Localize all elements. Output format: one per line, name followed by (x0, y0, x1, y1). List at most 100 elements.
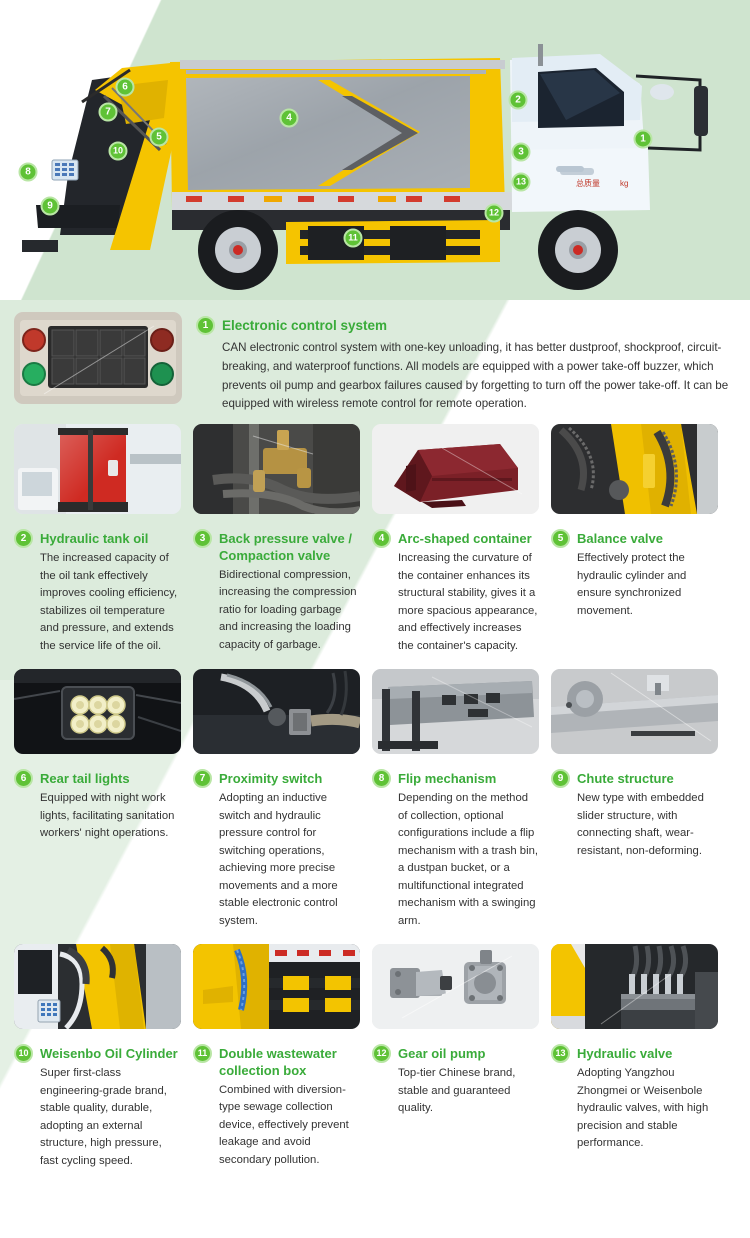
hydraulic-valve-bank-photo (551, 944, 718, 1030)
feature-image-cell-10 (14, 944, 181, 1030)
hero-marker-4[interactable]: 4 (279, 108, 299, 128)
feature-image-cell-3 (193, 424, 360, 515)
feature-card-5: 5 Balance valve Effectively protect the … (551, 520, 718, 655)
feature-card-13: 13 Hydraulic valve Adopting Yangzhou Zho… (551, 1035, 718, 1170)
feature-11-badge: 11 (193, 1044, 212, 1064)
feature-card-12: 12 Gear oil pump Top-tier Chinese brand,… (372, 1035, 539, 1170)
feature-image-cell-12 (372, 944, 539, 1030)
feature-10-badge: 10 (14, 1044, 33, 1064)
hero-marker-11[interactable]: 11 (343, 228, 363, 248)
feature-card-1: 1 Electronic control system CAN electron… (0, 300, 750, 418)
feature-card-10: 10 Weisenbo Oil Cylinder Super first-cla… (14, 1035, 181, 1170)
feature-image-cell-11 (193, 944, 360, 1030)
feature-image-row-2 (0, 418, 750, 515)
feature-3-title: Back pressure valve / Compaction valve (219, 531, 352, 564)
feature-image-cell-13 (551, 944, 718, 1030)
hero-marker-8[interactable]: 8 (18, 162, 38, 182)
feature-8-title: Flip mechanism (398, 771, 497, 787)
feature-card-9: 9 Chute structure New type with embedded… (551, 760, 718, 930)
feature-12-body: Top-tier Chinese brand, stable and guara… (398, 1067, 516, 1115)
feature-13-title: Hydraulic valve (577, 1046, 673, 1062)
hero-marker-3[interactable]: 3 (511, 142, 531, 162)
feature-image-cell-6 (14, 669, 181, 755)
feature-7-body: Adopting an inductive switch and hydraul… (219, 792, 338, 927)
feature-image-row-3 (0, 655, 750, 755)
feature-1-body: CAN electronic control system with one-k… (222, 341, 729, 411)
feature-9-badge: 9 (551, 769, 570, 789)
feature-1-title: Electronic control system (222, 318, 388, 333)
feature-2-badge: 2 (14, 529, 33, 549)
feature-image-cell-5 (551, 424, 718, 515)
feature-image-cell-7 (193, 669, 360, 755)
feature-card-3: 3 Back pressure valve / Compaction valve… (193, 520, 360, 655)
hero-marker-9[interactable]: 9 (40, 196, 60, 216)
feature-4-body: Increasing the curvature of the containe… (398, 552, 538, 652)
feature-1-text: 1 Electronic control system CAN electron… (196, 312, 736, 414)
feature-card-8: 8 Flip mechanism Depending on the method… (372, 760, 539, 930)
feature-card-11: 11 Double wastewater collection box Comb… (193, 1035, 360, 1170)
feature-8-body: Depending on the method of collection, o… (398, 792, 539, 927)
feature-9-title: Chute structure (577, 771, 674, 787)
hero-truck-section: 总质量 kg 1 2 3 4 5 6 (0, 0, 750, 300)
feature-text-row-4: 10 Weisenbo Oil Cylinder Super first-cla… (0, 1029, 750, 1170)
proximity-switch-photo (193, 669, 360, 755)
led-work-light-photo (14, 669, 181, 755)
feature-10-body: Super first-class engineering-grade bran… (40, 1067, 167, 1167)
feature-image-cell-8 (372, 669, 539, 755)
yellow-balance-valve-photo (551, 424, 718, 515)
feature-6-body: Equipped with night work lights, facilit… (40, 792, 175, 840)
chute-slider-photo (551, 669, 718, 755)
brass-valve-hoses-photo (193, 424, 360, 515)
feature-7-badge: 7 (193, 769, 212, 789)
svg-text:总质量: 总质量 (576, 178, 600, 188)
feature-image-cell-9 (551, 669, 718, 755)
hero-marker-1[interactable]: 1 (633, 129, 653, 149)
hero-marker-5[interactable]: 5 (149, 127, 169, 147)
hero-marker-6[interactable]: 6 (115, 77, 135, 97)
feature-image-cell-4 (372, 424, 539, 515)
gear-oil-pump-photo (372, 944, 539, 1030)
feature-1-badge: 1 (196, 316, 215, 335)
feature-4-title: Arc-shaped container (398, 531, 532, 547)
feature-text-row-3: 6 Rear tail lights Equipped with night w… (0, 754, 750, 930)
feature-6-badge: 6 (14, 769, 33, 789)
hero-marker-13[interactable]: 13 (511, 172, 531, 192)
feature-13-badge: 13 (551, 1044, 570, 1064)
feature-9-body: New type with embedded slider structure,… (577, 792, 704, 857)
feature-5-title: Balance valve (577, 531, 664, 547)
control-panel-photo (14, 312, 182, 404)
feature-2-title: Hydraulic tank oil (40, 531, 149, 547)
feature-image-cell-2 (14, 424, 181, 515)
feature-7-title: Proximity switch (219, 771, 323, 787)
feature-13-body: Adopting Yangzhou Zhongmei or Weisenbole… (577, 1067, 709, 1150)
dark-red-container-render (372, 424, 539, 515)
feature-card-4: 4 Arc-shaped container Increasing the cu… (372, 520, 539, 655)
feature-11-body: Combined with diversion-type sewage coll… (219, 1083, 349, 1166)
yellow-oil-cylinder-photo (14, 944, 181, 1030)
feature-5-body: Effectively protect the hydraulic cylind… (577, 552, 687, 617)
feature-8-badge: 8 (372, 769, 391, 789)
feature-12-badge: 12 (372, 1044, 391, 1064)
svg-text:kg: kg (620, 179, 628, 188)
hero-marker-12[interactable]: 12 (484, 203, 504, 223)
flip-mechanism-frame-photo (372, 669, 539, 755)
feature-text-row-2: 2 Hydraulic tank oil The increased capac… (0, 514, 750, 655)
feature-card-6: 6 Rear tail lights Equipped with night w… (14, 760, 181, 930)
feature-5-badge: 5 (551, 529, 570, 549)
hero-marker-7[interactable]: 7 (98, 102, 118, 122)
hero-marker-10[interactable]: 10 (108, 141, 128, 161)
hero-marker-2[interactable]: 2 (508, 90, 528, 110)
feature-image-row-4 (0, 930, 750, 1030)
feature-11-title: Double wastewater collection box (219, 1046, 337, 1079)
feature-12-title: Gear oil pump (398, 1046, 486, 1062)
feature-card-2: 2 Hydraulic tank oil The increased capac… (14, 520, 181, 655)
feature-3-body: Bidirectional compression, increasing th… (219, 568, 357, 651)
feature-2-body: The increased capacity of the oil tank e… (40, 552, 178, 652)
feature-3-badge: 3 (193, 529, 212, 549)
feature-4-badge: 4 (372, 529, 391, 549)
feature-10-title: Weisenbo Oil Cylinder (40, 1046, 178, 1062)
red-hydraulic-tank-photo (14, 424, 181, 515)
feature-card-7: 7 Proximity switch Adopting an inductive… (193, 760, 360, 930)
wastewater-box-photo (193, 944, 360, 1030)
